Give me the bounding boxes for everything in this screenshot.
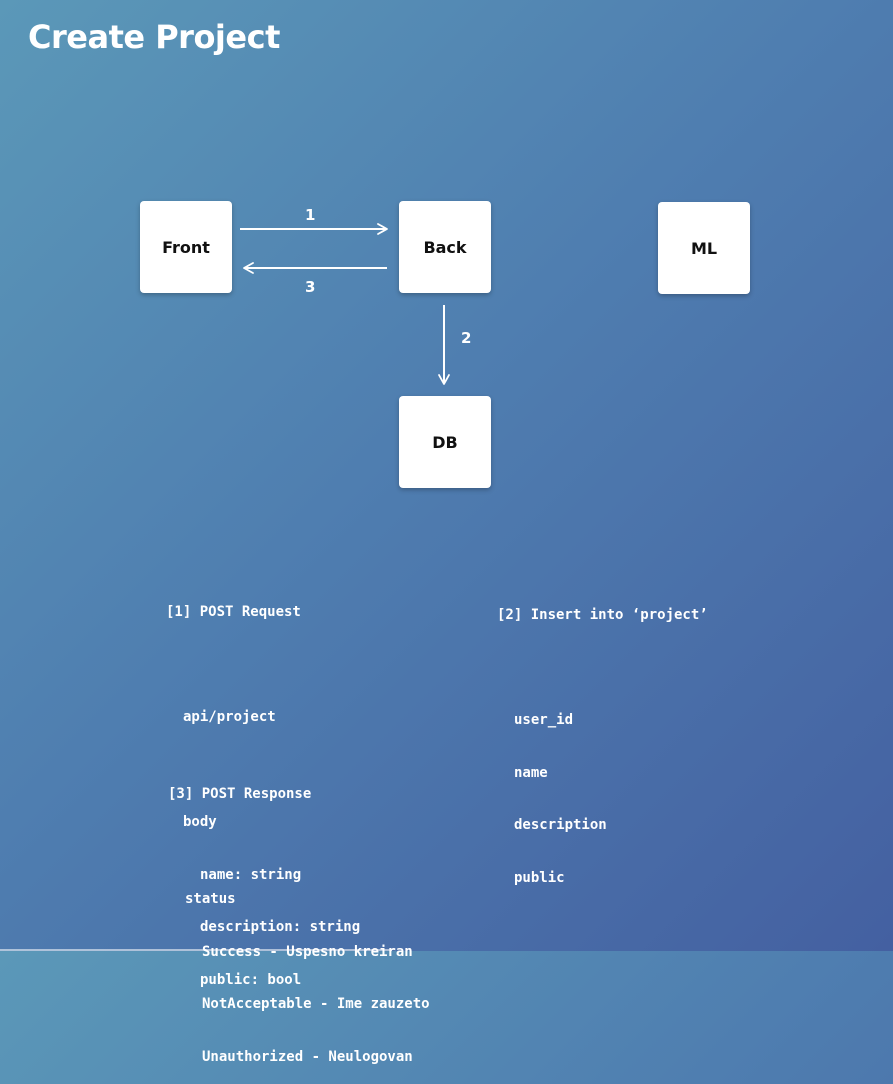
insert-column: user_id bbox=[514, 712, 574, 728]
node-ml-label: ML bbox=[690, 238, 718, 258]
arrow-label-2: 2 bbox=[461, 329, 472, 347]
node-back: Back bbox=[399, 201, 491, 293]
response-block: [3] POST Response status Success - Uspes… bbox=[168, 751, 430, 1084]
diagram-arrows bbox=[243, 223, 450, 385]
node-front: Front bbox=[140, 201, 232, 293]
insert-header: [2] Insert into ‘project’ bbox=[497, 607, 708, 623]
insert-column: name bbox=[514, 764, 548, 781]
insert-column: description bbox=[514, 817, 607, 833]
node-front-label: Front bbox=[162, 237, 210, 257]
node-db-label: DB bbox=[432, 432, 458, 452]
response-status: Success - Uspesno kreiran bbox=[202, 943, 413, 960]
page-title: Create Project bbox=[28, 18, 280, 56]
insert-block: [2] Insert into ‘project’ user_id name d… bbox=[497, 572, 708, 905]
arrow-label-1: 1 bbox=[305, 206, 316, 224]
arrow-label-3: 3 bbox=[305, 278, 316, 296]
node-db: DB bbox=[399, 396, 491, 488]
request-endpoint: api/project bbox=[183, 709, 276, 725]
response-header: [3] POST Response bbox=[168, 786, 312, 802]
response-status: Unauthorized - Neulogovan bbox=[202, 1048, 413, 1065]
response-status-label: status bbox=[185, 891, 236, 907]
request-header: [1] POST Request bbox=[166, 604, 301, 620]
request-field: name: string bbox=[200, 866, 302, 883]
horizontal-scrollbar[interactable] bbox=[0, 949, 392, 951]
request-field: description: string bbox=[200, 919, 361, 935]
response-status: NotAcceptable - Ime zauzeto bbox=[202, 996, 430, 1012]
node-back-label: Back bbox=[423, 237, 467, 257]
insert-column: public bbox=[514, 869, 565, 886]
request-body-label: body bbox=[183, 814, 217, 830]
node-ml: ML bbox=[658, 202, 750, 294]
